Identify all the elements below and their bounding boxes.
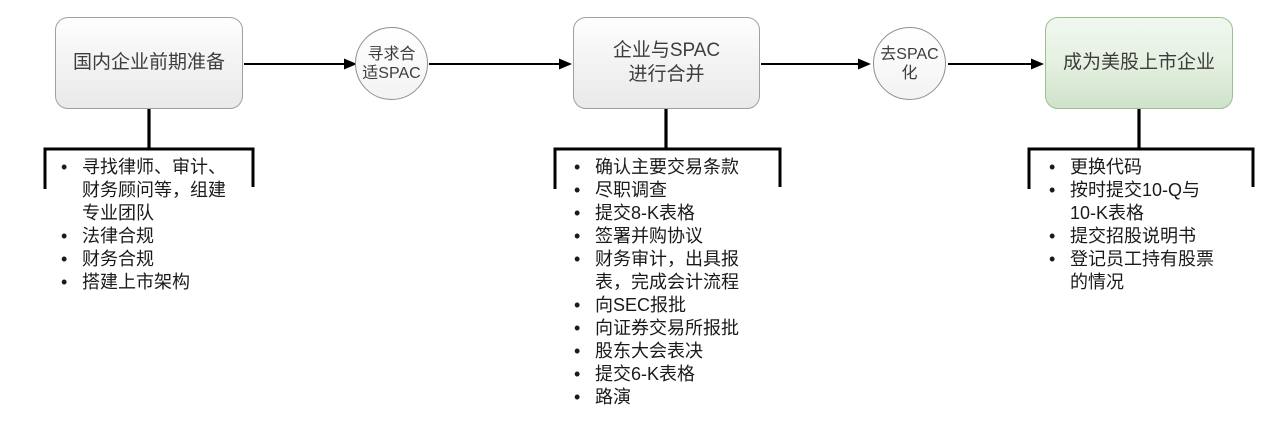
list-item: 尽职调查 xyxy=(558,179,748,202)
list-item: 财务合规 xyxy=(45,248,235,271)
list-item: 提交招股说明书 xyxy=(1033,225,1223,248)
list-item: 提交8-K表格 xyxy=(558,202,748,225)
node-label-line: 去SPAC xyxy=(880,45,939,63)
list-item: 搭建上市架构 xyxy=(45,271,235,294)
node-us-listed-company: 成为美股上市企业 xyxy=(1045,17,1233,109)
detail-list-merge: 确认主要交易条款 尽职调查 提交8-K表格 签署并购协议 财务审计，出具报表，完… xyxy=(558,156,748,409)
node-de-spac: 去SPAC 化 xyxy=(873,27,946,100)
flow-arrow-4 xyxy=(948,58,1044,70)
list-item: 登记员工持有股票的情况 xyxy=(1033,248,1223,294)
flow-arrow-3 xyxy=(761,58,871,70)
detail-list-preparation: 寻找律师、审计、财务顾问等，组建专业团队 法律合规 财务合规 搭建上市架构 xyxy=(45,156,235,294)
node-label-line: 化 xyxy=(901,64,918,82)
node-domestic-preparation: 国内企业前期准备 xyxy=(55,17,243,109)
node-label-line: 进行合并 xyxy=(628,64,705,85)
list-item: 更换代码 xyxy=(1033,156,1223,179)
list-item: 路演 xyxy=(558,386,748,409)
list-item: 法律合规 xyxy=(45,225,235,248)
list-item: 签署并购协议 xyxy=(558,225,748,248)
flow-arrow-2 xyxy=(429,58,572,70)
node-label-line: 适SPAC xyxy=(362,64,421,82)
list-item: 按时提交10-Q与10-K表格 xyxy=(1033,179,1223,225)
node-label-line: 寻求合 xyxy=(367,45,416,63)
list-item: 向SEC报批 xyxy=(558,294,748,317)
list-item: 向证券交易所报批 xyxy=(558,317,748,340)
flow-arrow-1 xyxy=(244,58,357,70)
list-item: 提交6-K表格 xyxy=(558,363,748,386)
node-label: 成为美股上市企业 xyxy=(1062,52,1215,73)
node-find-suitable-spac: 寻求合 适SPAC xyxy=(355,27,428,100)
list-item: 财务审计，出具报表，完成会计流程 xyxy=(558,248,748,294)
list-item: 寻找律师、审计、财务顾问等，组建专业团队 xyxy=(45,156,235,225)
node-label-line: 企业与SPAC xyxy=(612,40,721,61)
detail-list-listed: 更换代码 按时提交10-Q与10-K表格 提交招股说明书 登记员工持有股票的情况 xyxy=(1033,156,1223,294)
list-item: 股东大会表决 xyxy=(558,340,748,363)
node-label: 国内企业前期准备 xyxy=(72,52,225,73)
list-item: 确认主要交易条款 xyxy=(558,156,748,179)
node-merge-with-spac: 企业与SPAC 进行合并 xyxy=(573,17,760,109)
